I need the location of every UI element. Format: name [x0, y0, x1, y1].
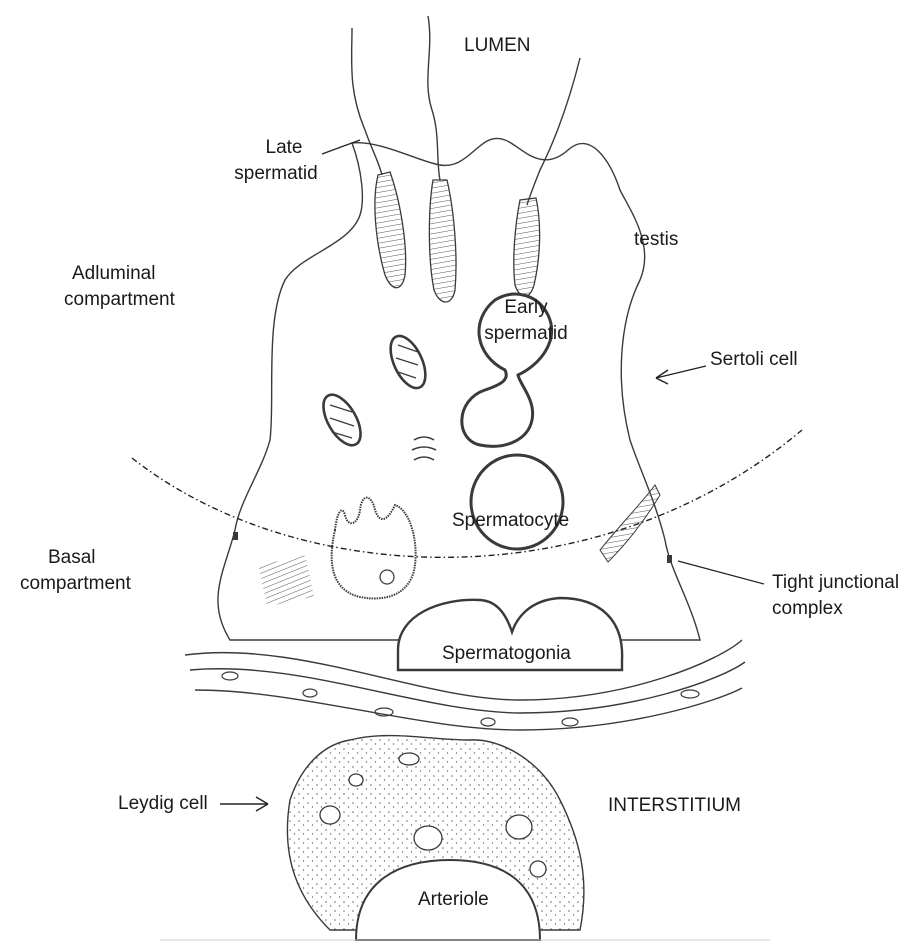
label-testis: testis — [634, 228, 678, 252]
label-sertoli-cell: Sertoli cell — [710, 348, 798, 372]
label-early-spermatid-line1: Early — [486, 296, 566, 320]
tight-junction-leader — [678, 561, 764, 584]
label-adluminal-line2: compartment — [64, 288, 175, 312]
label-adluminal-line1: Adluminal — [72, 262, 155, 286]
label-early-spermatid-line2: spermatid — [476, 322, 576, 346]
label-basal-line2: compartment — [20, 572, 131, 596]
label-tight-junction-line2: complex — [772, 597, 843, 621]
label-interstitium: INTERSTITIUM — [608, 794, 741, 818]
tight-junction-right — [667, 555, 672, 563]
label-lumen: LUMEN — [464, 34, 531, 58]
leydig-cell-arrow — [220, 797, 268, 811]
label-late-spermatid-line1: Late — [246, 136, 322, 160]
label-arteriole: Arteriole — [418, 888, 489, 912]
label-spermatocyte: Spermatocyte — [452, 509, 569, 533]
residual-body — [332, 498, 416, 599]
spermatid-tail-2 — [428, 16, 440, 180]
label-late-spermatid-line2: spermatid — [226, 162, 326, 186]
sertoli-cell-arrow — [656, 366, 706, 384]
label-tight-junction-line1: Tight junctional — [772, 571, 899, 595]
label-leydig-cell: Leydig cell — [118, 792, 208, 816]
tight-junction-left — [233, 532, 238, 540]
spermatocyte-nucleus — [471, 455, 563, 549]
label-basal-line1: Basal — [48, 546, 96, 570]
label-spermatogonia: Spermatogonia — [442, 642, 571, 666]
